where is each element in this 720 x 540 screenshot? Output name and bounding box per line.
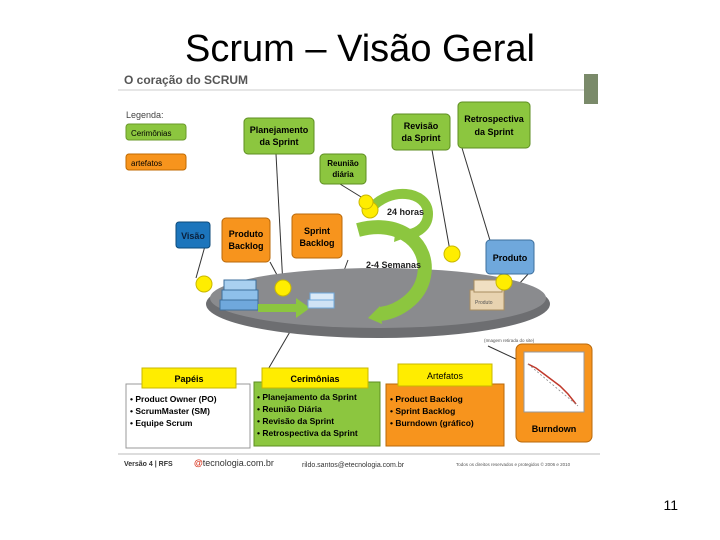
daily-line1: Reunião — [327, 159, 359, 168]
ceremonies-title: Cerimônias — [290, 374, 339, 384]
ceremony-item: • Retrospectiva da Sprint — [257, 428, 358, 438]
review-line1: Revisão — [404, 121, 439, 131]
ceremony-review: Revisão da Sprint — [391, 113, 451, 151]
product-backlog-stack — [219, 279, 259, 311]
vision-label: Visão — [181, 231, 205, 241]
backlog-arrow — [258, 298, 310, 318]
sprint-cycle-arrow — [356, 220, 432, 321]
cycle-sprint: 2-4 Semanas — [366, 260, 421, 270]
planning-line2: da Sprint — [259, 137, 298, 147]
artifact-product-backlog: Produto Backlog — [221, 217, 271, 263]
scrum-diagram: O coração do SCRUM Legenda: Cerimônias a… — [118, 68, 600, 473]
legend-artifacts — [125, 153, 187, 171]
artifact-item: • Sprint Backlog — [390, 406, 455, 416]
artifact-item: • Product Backlog — [390, 394, 463, 404]
product-boxes — [469, 279, 505, 311]
artifact-burndown: Burndown — [515, 343, 593, 443]
review-line2: da Sprint — [401, 133, 440, 143]
slide-number: 11 — [663, 497, 678, 513]
product-box-label: Produto — [475, 300, 493, 306]
diagram-header: O coração do SCRUM — [124, 73, 248, 87]
product-backlog-line2: Backlog — [228, 241, 263, 251]
corner-image — [584, 74, 598, 104]
ceremonies-panel: Cerimônias • Planejamento da Sprint • Re… — [253, 367, 381, 447]
ceremony-planning: Planejamento da Sprint — [243, 117, 315, 155]
burndown-chart-icon — [527, 363, 577, 405]
footer-email: rildo.santos@etecnologia.com.br — [302, 462, 405, 469]
daily-line2: diária — [332, 170, 354, 179]
retro-line2: da Sprint — [474, 127, 513, 137]
sprint-backlog-line2: Backlog — [299, 238, 334, 248]
artifacts-title: Artefatos — [427, 371, 464, 381]
sprint-backlog-line1: Sprint — [304, 226, 330, 236]
footer-brand: @tecnologia.com.br — [194, 458, 274, 468]
slide-title: Scrum – Visão Geral — [185, 28, 535, 70]
burndown-label: Burndown — [532, 424, 577, 434]
footer-rights: Todos os direitos reservados e protegido… — [456, 461, 571, 467]
ceremony-daily: Reunião diária — [319, 153, 367, 185]
legend-artifacts-label: artefatos — [131, 159, 162, 168]
ceremony-item: • Revisão da Sprint — [257, 416, 334, 426]
footer-version: Versão 4 | RFS — [124, 461, 173, 468]
product-backlog-line1: Produto — [229, 229, 264, 239]
roles-title: Papéis — [174, 374, 203, 384]
image-credit: (Imagem retirada do site) — [484, 338, 535, 343]
artifact-item: • Burndown (gráfico) — [390, 418, 474, 428]
artifacts-panel: Artefatos • Product Backlog • Sprint Bac… — [385, 363, 505, 447]
sprint-backlog-stack — [307, 292, 335, 309]
legend-ceremonies-label: Cerimônias — [131, 129, 171, 138]
milestone-dots — [195, 194, 513, 297]
ceremony-item: • Reunião Diária — [257, 404, 322, 414]
legend-ceremonies — [125, 123, 187, 141]
role-item: • Product Owner (PO) — [130, 394, 217, 404]
retro-line1: Retrospectiva — [464, 114, 525, 124]
artifact-sprint-backlog: Sprint Backlog — [291, 213, 343, 259]
role-item: • ScrumMaster (SM) — [130, 406, 210, 416]
cycle-daily: 24 horas — [387, 207, 424, 217]
planning-line1: Planejamento — [250, 125, 309, 135]
product-label: Produto — [493, 253, 528, 263]
artifact-vision: Visão — [175, 221, 211, 249]
legend-title: Legenda: — [126, 110, 164, 120]
roles-panel: Papéis • Product Owner (PO) • ScrumMaste… — [125, 367, 251, 449]
artifact-product: Produto — [485, 239, 535, 275]
role-item: • Equipe Scrum — [130, 418, 193, 428]
ceremony-retro: Retrospectiva da Sprint — [457, 101, 531, 149]
ceremony-item: • Planejamento da Sprint — [257, 392, 357, 402]
